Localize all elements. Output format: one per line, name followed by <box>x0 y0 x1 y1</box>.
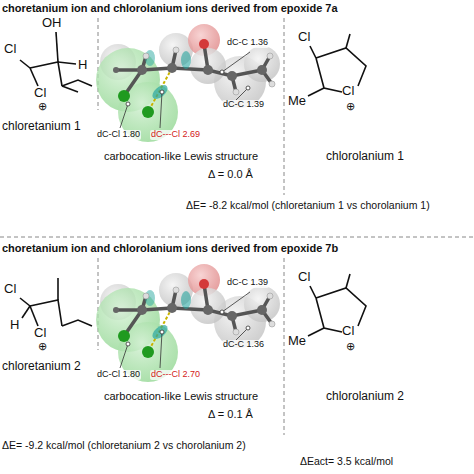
atom-label: H <box>10 318 19 332</box>
chloretanium-structure <box>20 278 92 326</box>
compound-name: chlorolanium 1 <box>326 150 404 163</box>
delta-value: Δ = 0.0 Å <box>208 168 253 180</box>
delta-value: Δ = 0.1 Å <box>208 408 253 420</box>
panel-title: choretanium ion and chlorolanium ions de… <box>2 2 338 14</box>
compound-name: chloretanium 2 <box>2 360 81 373</box>
compound-name: chlorolanium 2 <box>326 390 404 403</box>
atom-label: Cl <box>298 30 310 44</box>
atom-label: Me <box>288 334 306 348</box>
charge-symbol: ⊕ <box>38 340 47 352</box>
bond-length: dC-Cl 1.80 <box>96 130 141 140</box>
chlorolanium-structure <box>308 274 366 336</box>
structure-caption: carbocation-like Lewis structure <box>104 150 258 162</box>
charge-symbol: ⊕ <box>346 340 355 352</box>
atom-label: Cl <box>34 326 46 340</box>
atom-label: Cl <box>4 42 16 56</box>
energy-note: ΔE= -8.2 kcal/mol (chloretanium 1 vs cho… <box>186 200 430 212</box>
atom-label: Cl <box>342 324 354 338</box>
energy-note: ΔEact= 3.5 kcal/mol <box>300 456 393 468</box>
bond-length: dC-C 1.36 <box>226 38 269 48</box>
chloretanium-structure <box>20 32 92 92</box>
panel-title: choretanium ion and chlorolanium ions de… <box>2 242 338 254</box>
atom-label: Cl <box>342 84 354 98</box>
compound-name: chloretanium 1 <box>2 120 81 133</box>
molecular-model <box>96 264 280 382</box>
atom-label: Me <box>288 94 306 108</box>
atom-label: OH <box>42 16 62 30</box>
molecular-model <box>96 24 280 142</box>
atom-label: Cl <box>4 282 16 296</box>
charge-symbol: ⊕ <box>38 100 47 112</box>
panel-divider <box>0 18 474 435</box>
atom-label: Cl <box>298 270 310 284</box>
structure-caption: carbocation-like Lewis structure <box>104 390 258 402</box>
chlorolanium-structure <box>308 34 366 96</box>
atom-label: Cl <box>34 86 46 100</box>
bond-length: dC---Cl 2.70 <box>150 370 201 380</box>
bond-length: dC-Cl 1.80 <box>96 370 141 380</box>
atom-label: H <box>78 58 87 72</box>
charge-symbol: ⊕ <box>346 100 355 112</box>
energy-note: ΔE= -9.2 kcal/mol (chloretanium 2 vs cho… <box>2 440 246 452</box>
bond-length: dC---Cl 2.69 <box>150 130 201 140</box>
bond-length: dC-C 1.39 <box>222 100 265 110</box>
bond-length: dC-C 1.36 <box>222 340 265 350</box>
bond-length: dC-C 1.39 <box>226 278 269 288</box>
